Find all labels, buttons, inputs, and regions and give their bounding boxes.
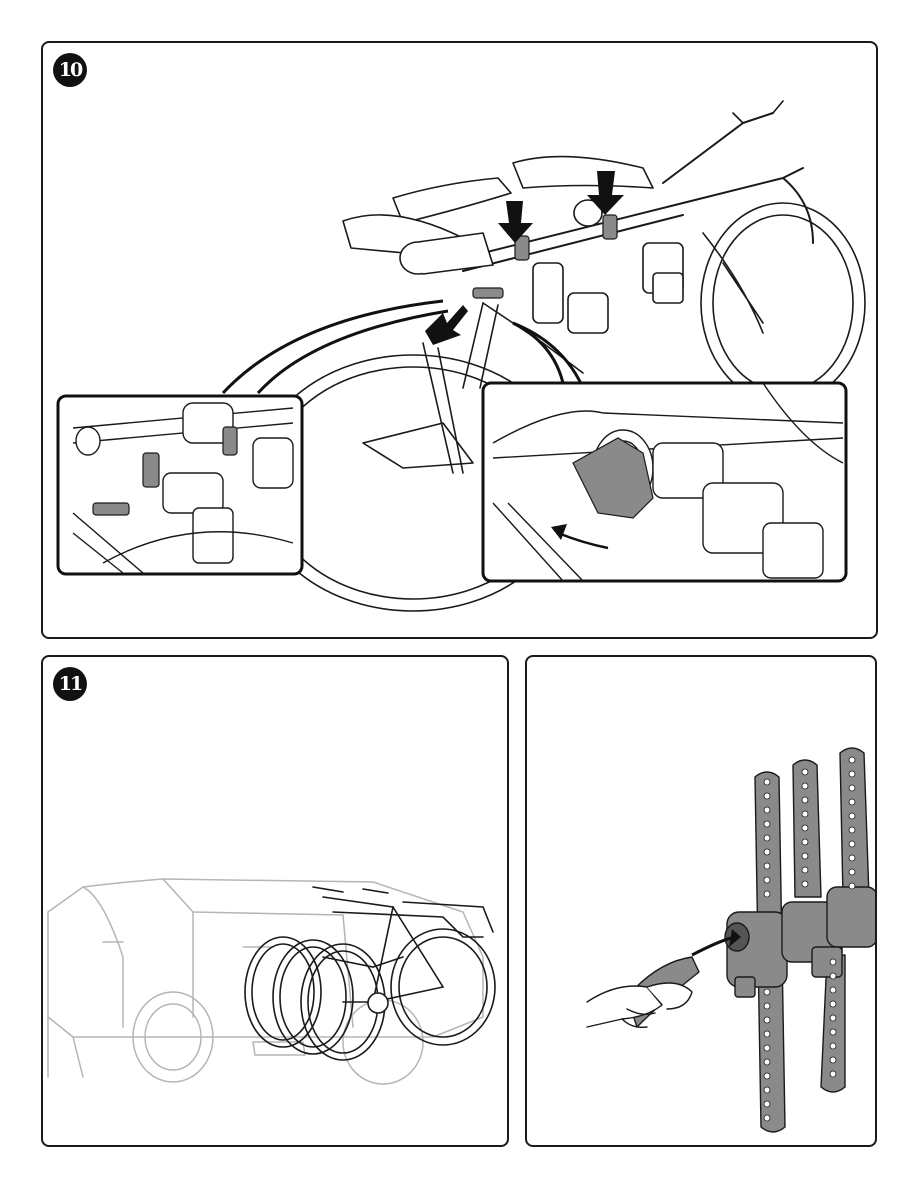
car-with-bikes-illustration <box>43 657 509 1147</box>
arm-hole <box>849 883 855 889</box>
arm-hole <box>764 1059 770 1065</box>
arm-hole <box>849 869 855 875</box>
arm-hole <box>802 825 808 831</box>
arm-hole <box>764 849 770 855</box>
arm-hole <box>802 769 808 775</box>
arm-hole <box>849 813 855 819</box>
arm-hole <box>764 1115 770 1121</box>
arm-hole <box>802 881 808 887</box>
arm-hole <box>830 1057 836 1063</box>
arm-hole <box>849 841 855 847</box>
arm-hole <box>764 1045 770 1051</box>
arm-hole <box>830 1029 836 1035</box>
arm-hole <box>764 877 770 883</box>
arm-hole <box>764 1031 770 1037</box>
arm-hole <box>830 959 836 965</box>
rack-arms-knob-illustration <box>527 657 877 1147</box>
arm-hole <box>764 863 770 869</box>
arm-hole <box>830 1015 836 1021</box>
arm-hole <box>802 839 808 845</box>
arm-hole <box>802 797 808 803</box>
arm-hole <box>764 779 770 785</box>
arm-hole <box>849 757 855 763</box>
inset-right <box>483 383 846 581</box>
arm-hole <box>764 1003 770 1009</box>
arm-hole <box>764 821 770 827</box>
arm-hole <box>802 811 808 817</box>
front-wheel-outer <box>701 203 865 403</box>
arm-hole <box>849 827 855 833</box>
arm-hole <box>764 989 770 995</box>
arm-hole <box>849 771 855 777</box>
arm-hole <box>830 987 836 993</box>
arm-hole <box>764 1087 770 1093</box>
arm-hole <box>849 785 855 791</box>
bike-on-rack-illustration <box>43 43 878 639</box>
arm-hole <box>830 973 836 979</box>
arm-hole <box>764 1073 770 1079</box>
arm-hole <box>849 799 855 805</box>
car-outline <box>48 879 483 1084</box>
arm-hole <box>830 1071 836 1077</box>
arm-hole <box>764 1101 770 1107</box>
arm-hole <box>764 891 770 897</box>
arm-hole <box>802 853 808 859</box>
arm-hole <box>764 835 770 841</box>
arm-hole <box>830 1043 836 1049</box>
hand-with-tool <box>587 957 699 1027</box>
step-11-panel: 11 <box>41 655 509 1147</box>
step-10-panel: 10 <box>41 41 878 639</box>
arm-hole <box>802 867 808 873</box>
bikes-group <box>245 887 495 1060</box>
arm-hole <box>764 793 770 799</box>
arm-hole <box>802 783 808 789</box>
rack-arm <box>840 748 869 897</box>
arm-hole <box>764 1017 770 1023</box>
arm-hole <box>830 1001 836 1007</box>
arm-hole <box>849 855 855 861</box>
inset-left <box>58 396 302 574</box>
arm-hole <box>764 807 770 813</box>
step-12-panel <box>525 655 877 1147</box>
